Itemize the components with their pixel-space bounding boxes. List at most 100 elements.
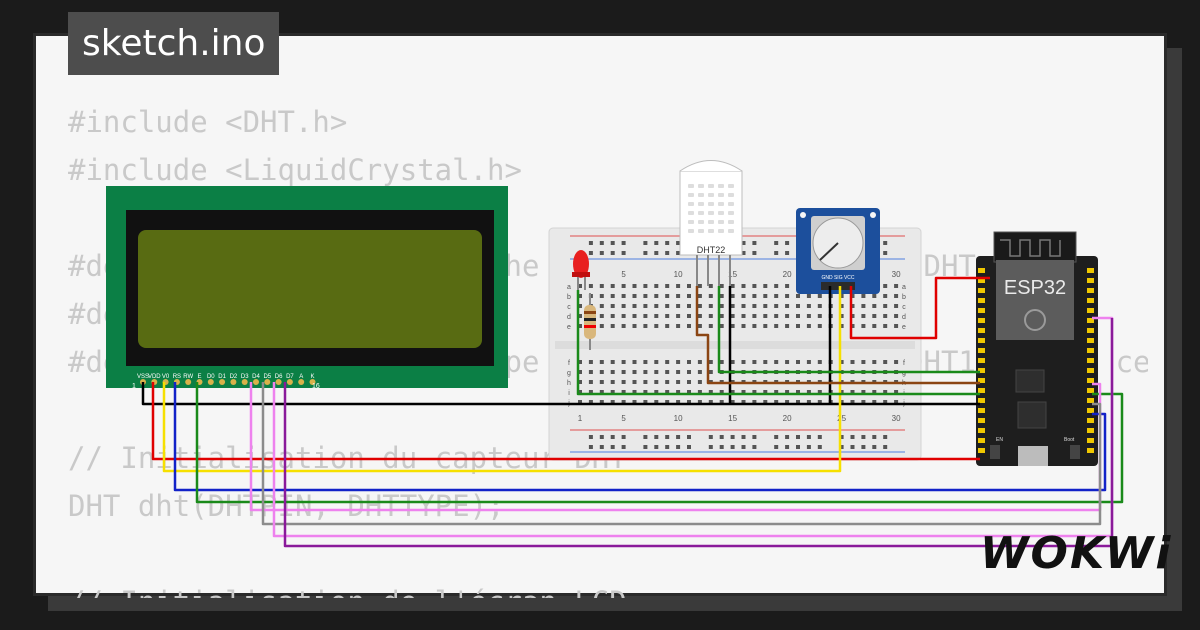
lcd-pin[interactable]	[241, 379, 248, 385]
bb-col-number: 15	[728, 414, 737, 423]
dht22-sensor[interactable]: DHT22	[679, 160, 743, 287]
esp32-pin[interactable]	[1087, 338, 1094, 343]
lcd-pin-label: D7	[286, 374, 294, 380]
esp32-pin[interactable]	[978, 328, 985, 333]
bb-row-letter: f	[568, 360, 570, 367]
esp32-pin[interactable]	[1087, 288, 1094, 293]
lcd-pin-label: D1	[218, 374, 226, 380]
code-line: DHT dht(DHTPIN, DHTTYPE);	[68, 489, 505, 523]
bb-col-number: 10	[674, 270, 683, 279]
wire-brown-dht-data	[695, 286, 980, 385]
esp32-boot-label: Boot	[1064, 437, 1075, 443]
esp32-pin[interactable]	[978, 438, 985, 443]
resistor[interactable]	[584, 293, 596, 350]
esp32-pin[interactable]	[978, 348, 985, 353]
bb-col-number: 30	[892, 414, 901, 423]
esp32-pin[interactable]	[978, 368, 985, 373]
wires	[141, 276, 1124, 548]
bb-row-letter: e	[567, 324, 571, 331]
wire-black-gnd	[141, 382, 980, 406]
bb-col-number: 15	[728, 270, 737, 279]
lcd-pin[interactable]	[185, 379, 192, 385]
wire-yellow-pot	[162, 286, 842, 473]
wokwi-logo: WOKWi	[980, 528, 1173, 579]
esp32-pin[interactable]	[1087, 278, 1094, 283]
esp32-pin[interactable]	[1087, 398, 1094, 403]
pot-pin-labels: GND SIG VCC	[821, 275, 854, 281]
bb-col-number: 5	[621, 270, 626, 279]
esp32-pin[interactable]	[978, 358, 985, 363]
code-line: #include <DHT.h>	[68, 105, 348, 139]
esp32-pin[interactable]	[978, 398, 985, 403]
esp32-pin[interactable]	[1087, 428, 1094, 433]
bb-col-number: 5	[621, 414, 626, 423]
esp32-pin[interactable]	[1087, 448, 1094, 453]
esp32-pin[interactable]	[978, 408, 985, 413]
bb-row-letter: d	[902, 314, 906, 321]
bb-row-letter: c	[902, 304, 906, 311]
lcd-pin[interactable]	[230, 379, 237, 385]
esp32-pin[interactable]	[978, 428, 985, 433]
bb-row-letter: g	[567, 370, 571, 377]
lcd-pin[interactable]	[309, 379, 316, 385]
wire-red-pot-vcc	[849, 276, 990, 340]
lcd-pin-label: D0	[207, 374, 215, 380]
wire-green-dht-vcc	[717, 286, 980, 374]
esp32-pin[interactable]	[978, 378, 985, 383]
esp32-pin[interactable]	[978, 288, 985, 293]
lcd-pin[interactable]	[275, 379, 282, 385]
esp32-pin[interactable]	[1087, 328, 1094, 333]
esp32-pin[interactable]	[1087, 368, 1094, 373]
bb-row-letter: h	[567, 380, 571, 387]
lcd-pin-label: VDD	[148, 374, 161, 380]
lcd-pin-end: 16	[312, 383, 320, 390]
esp32-pin[interactable]	[1087, 348, 1094, 353]
wire-green-led	[576, 290, 980, 396]
esp32-pin[interactable]	[978, 448, 985, 453]
esp32-pin[interactable]	[978, 298, 985, 303]
esp32-pin[interactable]	[978, 308, 985, 313]
esp32-pin[interactable]	[1087, 358, 1094, 363]
code-line: // Initialisation de l'écran LCD	[68, 578, 1148, 598]
lcd-pin[interactable]	[264, 379, 271, 385]
lcd-pin-label: D3	[241, 374, 249, 380]
lcd-pin-label: D4	[252, 374, 260, 380]
lcd-pin-label: RS	[173, 374, 181, 380]
lcd-pin[interactable]	[298, 379, 305, 385]
wire-purple-d7	[283, 318, 1114, 548]
esp32-pin[interactable]	[1087, 388, 1094, 393]
bb-row-letter: a	[902, 284, 906, 291]
esp32-pin[interactable]	[978, 318, 985, 323]
red-led[interactable]	[572, 250, 590, 290]
bb-row-letter: f	[903, 360, 905, 367]
lcd-pin[interactable]	[219, 379, 226, 385]
esp32-pin[interactable]	[978, 338, 985, 343]
lcd-pin[interactable]	[286, 379, 293, 385]
esp32-devkit[interactable]: ESP32 EN Boot	[976, 231, 1098, 466]
dht-vents	[688, 184, 734, 233]
esp32-pin[interactable]	[978, 268, 985, 273]
lcd-pin[interactable]	[207, 379, 214, 385]
esp32-pin[interactable]	[1087, 438, 1094, 443]
esp32-pin[interactable]	[1087, 308, 1094, 313]
esp32-pin[interactable]	[1087, 378, 1094, 383]
esp32-pin[interactable]	[978, 278, 985, 283]
esp32-pin[interactable]	[978, 388, 985, 393]
esp32-pin[interactable]	[978, 418, 985, 423]
bb-col-number: 10	[674, 414, 683, 423]
bb-col-number: 1	[578, 414, 583, 423]
esp32-pin[interactable]	[1087, 418, 1094, 423]
esp32-pin[interactable]	[1087, 408, 1094, 413]
esp32-pin[interactable]	[1087, 318, 1094, 323]
bb-row-letter: d	[567, 314, 571, 321]
file-tab-title[interactable]: sketch.ino	[68, 12, 280, 75]
wire-red-vcc	[151, 382, 980, 461]
esp32-pin[interactable]	[1087, 298, 1094, 303]
potentiometer[interactable]: GND SIG VCC	[796, 208, 880, 294]
code-line: #include <LiquidCrystal.h>	[68, 153, 522, 187]
esp32-pin[interactable]	[1087, 268, 1094, 273]
lcd-pin[interactable]	[253, 379, 259, 385]
